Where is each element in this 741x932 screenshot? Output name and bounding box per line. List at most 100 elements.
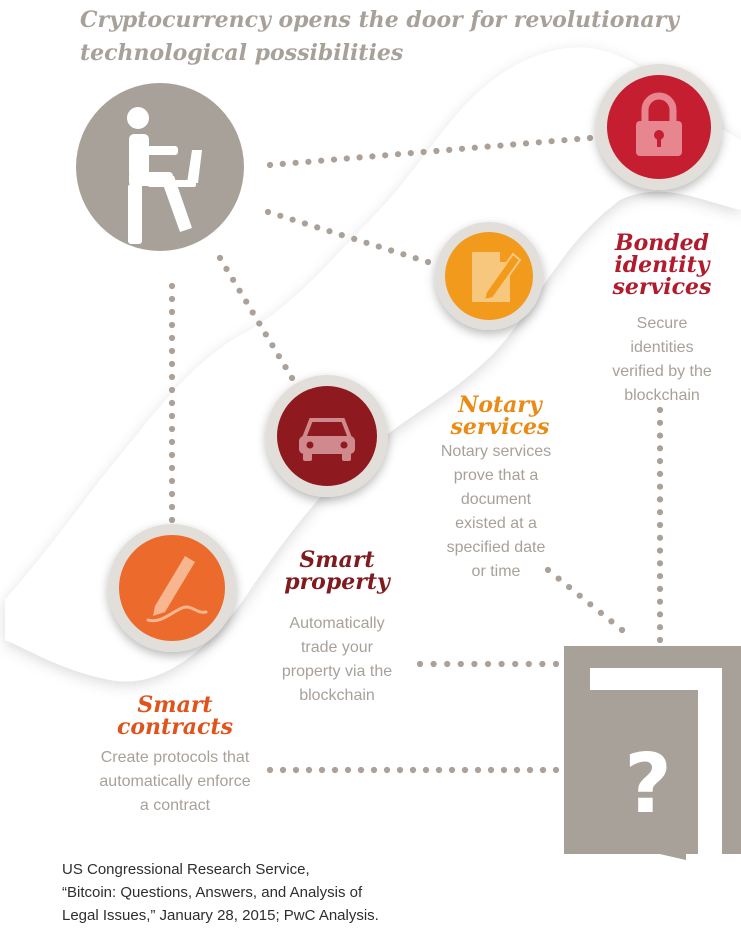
connector-dot bbox=[656, 445, 664, 452]
label-line: Smart bbox=[137, 692, 213, 718]
label-line: identity bbox=[614, 252, 710, 278]
connector-dot bbox=[318, 157, 325, 164]
description-line: Automatically bbox=[289, 615, 385, 632]
connector-dot bbox=[168, 477, 176, 485]
connector-dot bbox=[586, 134, 594, 142]
label-line: Bonded bbox=[614, 230, 710, 256]
connector-dot bbox=[168, 451, 176, 459]
connector-dot bbox=[168, 321, 176, 329]
connector-dot bbox=[394, 151, 402, 158]
connector-dot bbox=[266, 766, 274, 774]
label-line: contracts bbox=[116, 714, 233, 740]
connector-dot bbox=[424, 258, 432, 266]
connector-dot bbox=[412, 255, 419, 262]
connector-dot bbox=[574, 136, 581, 143]
connector-dot bbox=[168, 334, 176, 342]
padlock-icon bbox=[596, 64, 722, 190]
label-line: Smart bbox=[299, 547, 375, 573]
connector-dot bbox=[168, 399, 176, 407]
connector-dot bbox=[256, 320, 263, 327]
connector-dot bbox=[409, 766, 417, 774]
connector-dot bbox=[656, 547, 664, 554]
connector-dot bbox=[168, 516, 176, 524]
connector-dot bbox=[576, 592, 583, 599]
connector-dot bbox=[433, 147, 440, 155]
connector-dot bbox=[471, 660, 478, 668]
description-line: specified date bbox=[446, 539, 546, 556]
connector-dot bbox=[289, 216, 296, 223]
connector-dot bbox=[608, 618, 615, 625]
smart-property-description: Automatically trade your property via th… bbox=[262, 612, 412, 708]
description-line: Secure bbox=[636, 315, 688, 332]
connector-dot bbox=[561, 137, 568, 144]
connector-dot bbox=[331, 766, 339, 774]
connector-dot bbox=[510, 141, 517, 148]
connector-dot bbox=[487, 766, 495, 774]
smart-contracts-label: Smart contracts bbox=[100, 694, 250, 738]
connector-dot bbox=[656, 585, 664, 593]
connector-dot bbox=[168, 373, 176, 381]
connector-dot bbox=[500, 766, 508, 774]
connector-dot bbox=[555, 575, 562, 582]
connector-dot bbox=[656, 573, 664, 580]
connector-dot bbox=[526, 766, 534, 774]
connector-dot bbox=[512, 660, 519, 668]
description-line: property via the bbox=[281, 663, 393, 680]
connector-dot bbox=[223, 265, 230, 272]
connector-dot bbox=[656, 509, 664, 516]
connector-dot bbox=[656, 470, 664, 477]
connector-dot bbox=[279, 766, 287, 774]
connector-dot bbox=[288, 374, 296, 382]
connector-dot bbox=[388, 247, 395, 254]
connector-dot bbox=[330, 156, 338, 163]
page-title: Cryptocurrency opens the door for revolu… bbox=[80, 7, 679, 66]
connector-dot bbox=[269, 342, 276, 349]
connector-dot bbox=[369, 153, 376, 160]
source-line: US Congressional Research Service, bbox=[62, 861, 310, 878]
connector-dot bbox=[656, 419, 664, 426]
description-line: trade your bbox=[300, 639, 374, 656]
car-icon bbox=[266, 375, 388, 497]
connector-dot bbox=[279, 160, 286, 167]
connector-dot bbox=[539, 660, 546, 668]
connector-dot bbox=[343, 155, 350, 162]
connector-dot bbox=[168, 503, 176, 511]
connector-dot bbox=[301, 220, 308, 227]
source-line: Legal Issues,” January 28, 2015; PwC Ana… bbox=[62, 907, 379, 924]
connector-dot bbox=[548, 138, 555, 145]
connector-dot bbox=[168, 347, 176, 355]
connector-dot bbox=[375, 243, 382, 250]
connector-dot bbox=[262, 331, 269, 338]
description-line: verified by the bbox=[612, 363, 712, 380]
description-line: Create protocols that bbox=[100, 749, 250, 766]
connector-dot bbox=[656, 406, 664, 414]
signature-pen-icon bbox=[108, 524, 236, 652]
description-line: document bbox=[460, 491, 532, 508]
connector-dot bbox=[446, 146, 453, 153]
connector-dot bbox=[275, 353, 282, 360]
connector-dot bbox=[168, 412, 176, 420]
description-line: or time bbox=[471, 563, 521, 580]
connector-dot bbox=[597, 609, 605, 617]
connector-dot bbox=[230, 276, 237, 283]
connector-dot bbox=[266, 161, 274, 169]
connector-dot bbox=[656, 636, 664, 644]
connector-dot bbox=[656, 521, 664, 529]
label-line: services bbox=[612, 274, 712, 300]
connector-dot bbox=[416, 660, 424, 668]
connector-dot bbox=[535, 139, 542, 146]
connector-dot bbox=[484, 660, 492, 668]
connector-dot bbox=[249, 309, 256, 316]
connector-dot bbox=[338, 232, 345, 239]
connector-dot bbox=[498, 660, 505, 668]
connector-dot bbox=[168, 386, 176, 394]
connector-dot bbox=[422, 766, 430, 774]
label-line: property bbox=[284, 569, 390, 595]
description-line: identities bbox=[630, 339, 694, 356]
bonded-identity-description: Secure identities verified by the blockc… bbox=[592, 312, 732, 408]
connector-dot bbox=[318, 766, 326, 774]
connector-dot bbox=[314, 224, 321, 231]
connector-dot bbox=[458, 145, 466, 152]
